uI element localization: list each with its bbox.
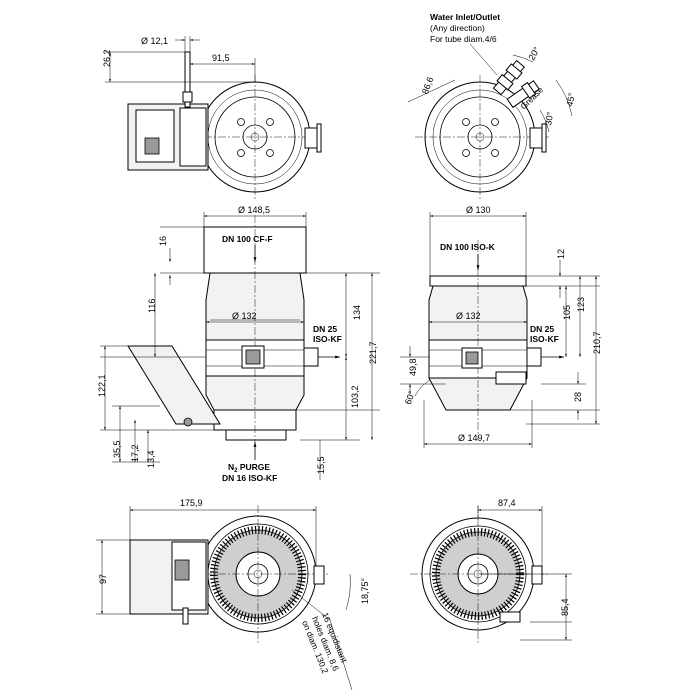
dim-d130: Ø 130 (466, 205, 491, 215)
water-fitting-1 (492, 59, 525, 96)
dim-h221: 221,7 (368, 341, 378, 364)
dim-w175: 175,9 (180, 498, 203, 508)
controller-slanted (127, 345, 221, 425)
dim-h122: 122,1 (97, 374, 107, 397)
view-bottom-left: 175,9 97 18,75° 16 equidistant holes dia… (96, 498, 370, 691)
dim-h123: 123 (576, 297, 586, 312)
water-tube (184, 51, 191, 108)
dim-h17: 17,2 (130, 444, 140, 462)
label-dn25-right-line2: ISO-KF (530, 334, 559, 344)
side-port (304, 127, 318, 149)
dim-h105: 105 (562, 305, 572, 320)
water-label-line3: For tube diam.4/6 (430, 34, 497, 44)
dim-tube-diameter: Ø 12,1 (141, 36, 168, 46)
dim-h16: 16 (158, 236, 168, 246)
dim-angle-60: 60° (403, 389, 417, 406)
dim-h15: 15,5 (316, 456, 326, 474)
dim-d132-right: Ø 132 (456, 311, 481, 321)
view-top-left: Ø 12,1 91,5 26,2 (102, 36, 322, 200)
dim-h49: 49,8 (408, 358, 418, 376)
dim-h13: 13,4 (146, 450, 156, 468)
dim-angle-20: 20° (526, 45, 542, 62)
view-mid-right: DN 100 ISO-K DN 25 ISO-KF Ø 130 Ø 132 Ø … (400, 205, 602, 448)
label-dn16-iso: DN 16 ISO-KF (222, 473, 277, 483)
dim-angle-45: 45° (565, 92, 577, 108)
dim-h28: 28 (573, 392, 583, 402)
dim-angle-30: 30° (543, 111, 555, 127)
dim-h210: 210,7 (592, 331, 602, 354)
label-dn100-iso: DN 100 ISO-K (440, 242, 496, 252)
dim-w87: 87,4 (498, 498, 516, 508)
water-label-line2: (Any direction) (430, 23, 485, 33)
water-fitting-2 (506, 80, 540, 109)
dim-offset: 91,5 (212, 53, 230, 63)
dim-h97: 97 (98, 574, 108, 584)
dim-d132-left: Ø 132 (232, 311, 257, 321)
controller-connector (144, 137, 160, 155)
dim-h12: 12 (556, 249, 566, 259)
dim-h85: 85,4 (560, 598, 570, 616)
view-top-right: Water Inlet/Outlet (Any direction) For t… (407, 12, 577, 200)
dim-h134: 134 (352, 305, 362, 320)
dim-h116: 116 (147, 299, 157, 313)
water-label-line1: Water Inlet/Outlet (430, 12, 500, 22)
label-dn25-line2: ISO-KF (313, 334, 342, 344)
dim-h103: 103,2 (350, 385, 360, 408)
dim-radius: 86,6 (420, 76, 435, 96)
label-dn100-cf: DN 100 CF-F (222, 234, 273, 244)
dim-d149: Ø 149,7 (458, 433, 490, 443)
label-n2-purge: N2 PURGE (228, 462, 270, 474)
dim-h35: 35,5 (112, 440, 122, 458)
dim-angle-1875: 18,75° (360, 577, 370, 604)
label-dn25-right-line1: DN 25 (530, 324, 554, 334)
dim-height-26: 26,2 (102, 49, 112, 67)
view-bottom-right: 87,4 85,4 (410, 498, 572, 645)
dim-d148: Ø 148,5 (238, 205, 270, 215)
view-mid-left: DN 100 CF-F DN 25 ISO-KF N2 PURGE DN 16 … (97, 205, 380, 483)
label-dn25-line1: DN 25 (313, 324, 337, 334)
